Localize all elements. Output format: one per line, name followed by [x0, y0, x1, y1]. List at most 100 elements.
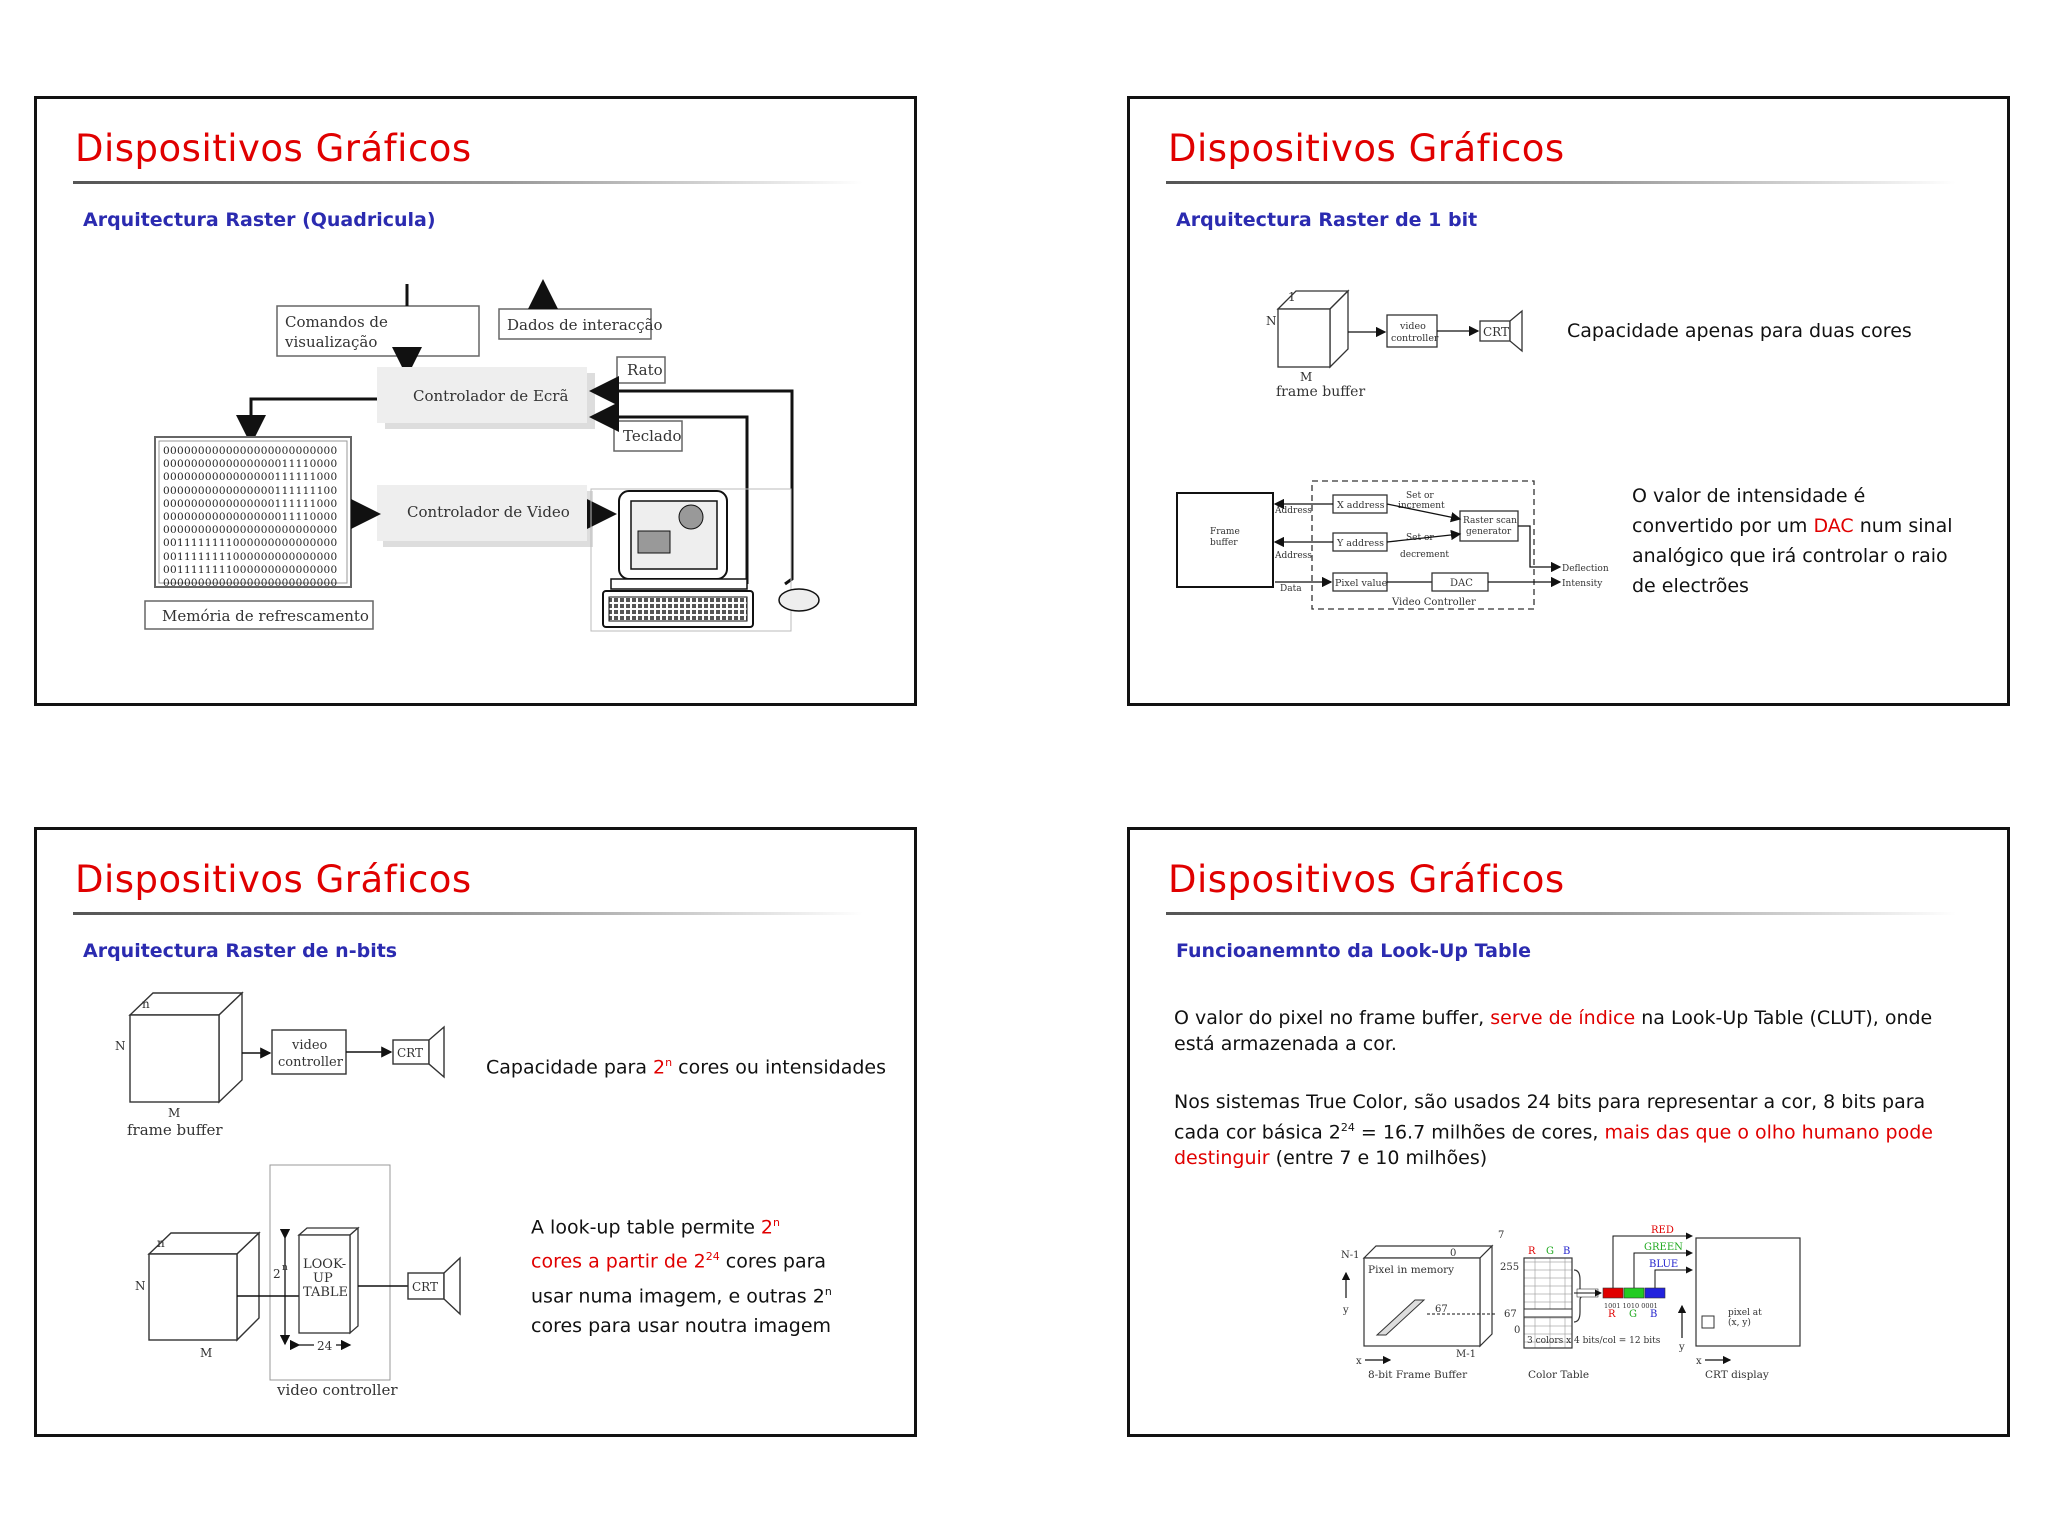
fig-label-255: 255: [1500, 1262, 1519, 1273]
title-divider: [73, 181, 863, 184]
slide-title: Dispositivos Gráficos: [75, 858, 472, 901]
vc-label-2: controller: [278, 1055, 344, 1070]
fig-label-r2: R: [1608, 1309, 1616, 1320]
caption-n-colors: Capacidade para 2n cores ou intensidades: [486, 1048, 886, 1082]
vc-bottom-caption: video controller: [276, 1381, 398, 1399]
fig-pixel-at-2: (x, y): [1728, 1317, 1751, 1328]
para-line: está armazenada a cor.: [1174, 1033, 1397, 1055]
lut-paragraph: A look-up table permite 2n cores a parti…: [531, 1208, 832, 1341]
fb-label-m: M: [1300, 370, 1312, 384]
frame-buffer-cube: [1276, 289, 1350, 369]
teclado-label: Teclado: [623, 427, 682, 445]
bit-row: 0000000000000000000000000: [163, 445, 338, 457]
para-text: num sinal: [1853, 515, 1953, 537]
fig-crt-caption: CRT display: [1705, 1369, 1769, 1381]
fig-label-g: G: [1546, 1246, 1554, 1257]
bit-row: 0011111111000000000000000: [163, 550, 338, 563]
video-controller-caption: Video Controller: [1391, 597, 1476, 608]
caption-text: Capacidade para: [486, 1056, 654, 1079]
title-divider: [1166, 912, 1956, 915]
para-line: O valor do pixel no frame buffer, serve …: [1174, 1005, 1932, 1031]
bit-row: 0000000000000000000000000: [163, 524, 338, 537]
para-line: Nos sistemas True Color, são usados 24 b…: [1174, 1091, 1926, 1113]
slide-subtitle: Funcioanemnto da Look-Up Table: [1176, 940, 1531, 962]
para-text: O valor do pixel no frame buffer,: [1174, 1007, 1491, 1029]
crt-label: CRT: [397, 1046, 423, 1060]
para-text: A look-up table permite: [531, 1216, 761, 1239]
vc-fb-label-1: Frame: [1210, 527, 1240, 537]
crt-label: CRT: [1483, 325, 1509, 339]
slide-raster-quadricula: Dispositivos Gráficos Arquitectura Raste…: [34, 96, 917, 706]
fig-label-m1: M-1: [1456, 1349, 1476, 1360]
clut-diagram: N-1 0 Pixel in memory 67 M-1 y x 8-bit F…: [1341, 1225, 1801, 1381]
lut-label-3: TABLE: [303, 1285, 348, 1300]
lut-label-2: UP: [313, 1271, 333, 1286]
x-address-label: X address: [1337, 500, 1385, 511]
paragraph-1: O valor do pixel no frame buffer, serve …: [1174, 1005, 1932, 1057]
label-n: n: [142, 997, 150, 1011]
para-line: cores a partir de 224 cores para: [531, 1242, 832, 1276]
data-label: Data: [1280, 584, 1302, 594]
slide-subtitle: Arquitectura Raster de n-bits: [83, 940, 398, 962]
slide-title: Dispositivos Gráficos: [75, 127, 472, 170]
fig-ct-caption: Color Table: [1528, 1369, 1589, 1381]
fig-label-blue: BLUE: [1649, 1259, 1678, 1270]
para-text: (entre 7 e 10 milhões): [1269, 1147, 1488, 1170]
title-divider: [1166, 181, 1956, 184]
para-line: cada cor básica 224 = 16.7 milhões de co…: [1174, 1115, 1933, 1145]
para-highlight: DAC: [1813, 515, 1854, 537]
para-line: destinguir (entre 7 e 10 milhões): [1174, 1145, 1933, 1171]
fig-label-r: R: [1528, 1246, 1536, 1257]
para-text: na Look-Up Table (CLUT), onde: [1635, 1007, 1933, 1029]
dados-label: Dados de interacção: [507, 316, 663, 334]
para-sup: 24: [705, 1250, 720, 1264]
controlador-ecra-label: Controlador de Ecrã: [413, 387, 568, 405]
vc-label-1: video: [1399, 321, 1426, 332]
fig-pixel-in-memory: Pixel in memory: [1368, 1264, 1454, 1276]
para-highlight: 2: [760, 1216, 774, 1239]
fig-label-0b: 0: [1514, 1325, 1520, 1336]
para-highlight: cores a partir de 2: [531, 1250, 706, 1273]
fig-fb-caption: 8-bit Frame Buffer: [1368, 1369, 1468, 1381]
y-address-label: Y address: [1336, 538, 1384, 549]
slide-raster-nbits: Dispositivos Gráficos Arquitectura Raste…: [34, 827, 917, 1437]
slide-subtitle: Arquitectura Raster de 1 bit: [1176, 209, 1478, 231]
para-sup: 24: [1340, 1121, 1355, 1134]
fb-label-1: 1: [1288, 290, 1296, 304]
computer-icon: [602, 490, 754, 628]
fig-label-y2: y: [1678, 1342, 1685, 1353]
para-text: = 16.7 milhões de cores,: [1354, 1121, 1605, 1144]
caption-sup: n: [665, 1056, 673, 1069]
slide-raster-1bit: Dispositivos Gráficos Arquitectura Raste…: [1127, 96, 2010, 706]
bit-row: 0000000000000000111111000: [163, 497, 338, 510]
dac-label: DAC: [1450, 578, 1473, 589]
vc-fb-label-2: buffer: [1210, 538, 1238, 548]
address-label-2: Address: [1274, 551, 1312, 561]
fig-label-67a: 67: [1435, 1304, 1448, 1315]
fig-bits-caption: 3 colors x 4 bits/col = 12 bits: [1527, 1336, 1661, 1346]
frame-buffer-1bit-diagram: 1 N M frame buffer video controller CRT …: [1176, 289, 1609, 610]
frame-buffer-cube: [128, 991, 244, 1104]
fig-label-b2: B: [1650, 1309, 1657, 1320]
para-text: usar numa imagem, e outras 2: [531, 1284, 825, 1307]
intensity-label: Intensity: [1562, 579, 1603, 589]
set-inc-label-1: Set or: [1406, 491, 1434, 501]
para-sup: n: [773, 1216, 780, 1229]
frame-buffer-cube-2: [147, 1231, 261, 1342]
para-highlight: serve de índice: [1490, 1007, 1636, 1029]
para-line: O valor de intensidade é: [1632, 485, 1866, 507]
bit-row: 0000000000000000111111100: [163, 484, 338, 497]
memory-bitmap: 0000000000000000000000000 00000000000000…: [163, 445, 338, 590]
fb-caption: frame buffer: [1276, 384, 1365, 400]
controlador-video-label: Controlador de Video: [407, 503, 570, 521]
pixel-value-label: Pixel value: [1335, 578, 1388, 589]
rato-label: Rato: [627, 361, 663, 379]
fig-label-x2: x: [1696, 1356, 1702, 1367]
comandos-label-2: visualização: [284, 333, 377, 351]
fig-pixel-at-1: pixel at: [1728, 1308, 1762, 1318]
fig-label-g2: G: [1629, 1309, 1637, 1320]
slide-title: Dispositivos Gráficos: [1168, 127, 1565, 170]
deflection-label: Deflection: [1562, 564, 1609, 574]
label-N-2: N: [135, 1279, 146, 1293]
raster-scan-label-1: Raster scan: [1463, 516, 1517, 526]
